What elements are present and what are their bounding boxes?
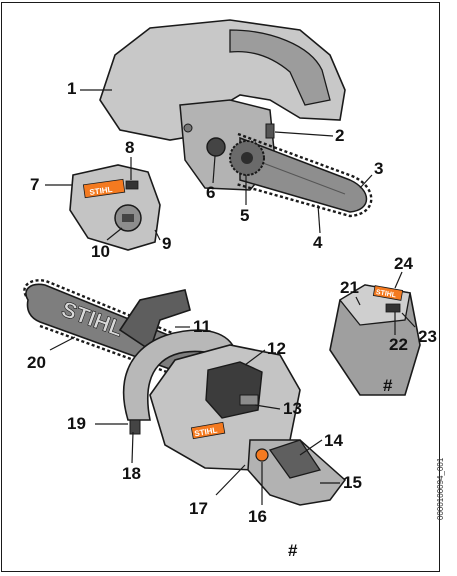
- chainsaw-top-view: [99, 19, 373, 218]
- sprocket-small: [206, 137, 226, 157]
- release-button: [239, 394, 259, 406]
- callout-20: 20: [27, 353, 46, 372]
- cover-logo-plate: [82, 178, 126, 199]
- battery-pack: STIHL: [329, 284, 421, 396]
- guide-bar: [239, 136, 368, 213]
- callout-7: 7: [30, 175, 40, 194]
- motor-logo-text: STIHL: [194, 425, 218, 438]
- callout-19: 19: [67, 414, 86, 433]
- callout-15: 15: [343, 473, 362, 492]
- callout-2: 2: [335, 126, 345, 145]
- callout-5: 5: [240, 206, 250, 225]
- callout-13: 13: [283, 399, 302, 418]
- callout-9: 9: [162, 234, 172, 253]
- callout-hash-saw: #: [288, 541, 298, 560]
- chain-sprocket-hub: [241, 152, 253, 164]
- figure-code: 0000100094_001: [436, 457, 445, 520]
- battery-display: [385, 303, 401, 313]
- callout-16: 16: [248, 507, 267, 526]
- callout-24: 24: [394, 254, 413, 273]
- top-handle-grip: [229, 29, 331, 106]
- bar-groove: [254, 159, 346, 195]
- callout-17: 17: [189, 499, 208, 518]
- callout-10: 10: [91, 242, 110, 261]
- callout-3: 3: [374, 159, 384, 178]
- callout-18: 18: [122, 464, 141, 483]
- callout-22: 22: [389, 335, 408, 354]
- callout-21: 21: [340, 278, 359, 297]
- callout-11: 11: [193, 317, 211, 336]
- bottom-saw-chain: [23, 279, 205, 386]
- callout-6: 6: [206, 183, 216, 202]
- battery-logo-text: STIHL: [375, 289, 397, 300]
- figure-frame: [1, 2, 440, 572]
- lock-button: [255, 448, 269, 462]
- switch-lever: [268, 439, 322, 479]
- cover-latch: [125, 180, 139, 190]
- callout-8: 8: [125, 138, 135, 157]
- chainsaw-assembled: STIHL STIHL: [23, 279, 347, 506]
- cover-nut-slot: [122, 214, 134, 222]
- body-screw: [183, 123, 193, 133]
- sprocket-cover-body: [69, 164, 161, 251]
- chain-brake: [129, 419, 141, 435]
- chain-tensioner: [265, 123, 275, 139]
- callout-1: 1: [67, 79, 77, 98]
- motor-logo-plate: [190, 421, 226, 440]
- sprocket-cover: STIHL: [69, 164, 161, 251]
- cover-logo-text: STIHL: [89, 185, 113, 197]
- callout-4: 4: [313, 233, 323, 252]
- leader-lines: [45, 89, 416, 505]
- callout-hash-battery: #: [383, 376, 393, 395]
- callout-14: 14: [324, 431, 343, 450]
- callout-23: 23: [418, 327, 437, 346]
- callout-12: 12: [267, 339, 286, 358]
- battery-logo-plate: [372, 285, 404, 301]
- battery-slot: [205, 361, 263, 419]
